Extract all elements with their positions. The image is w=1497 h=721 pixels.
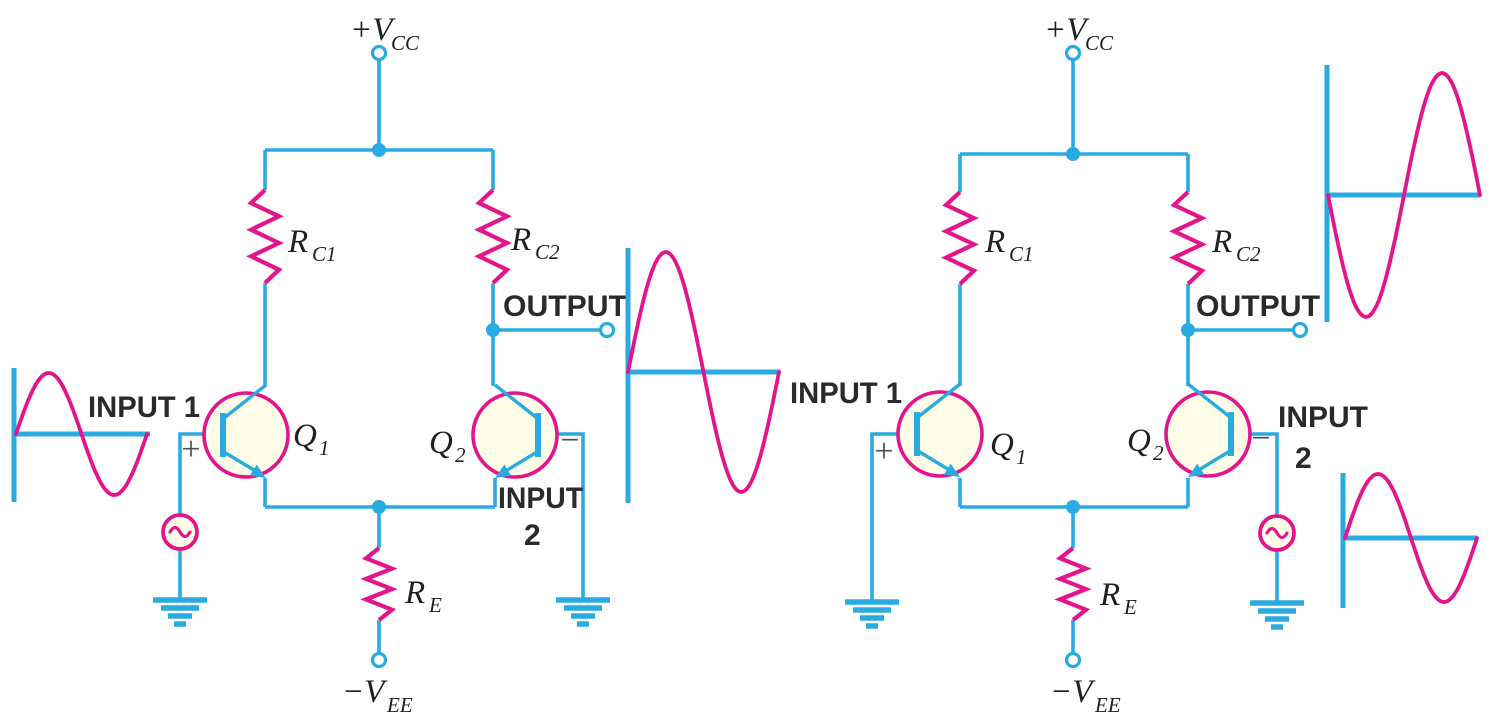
input2-minus-sign: − — [560, 422, 579, 459]
input1-ac-source — [161, 513, 199, 551]
wire-net — [178, 60, 600, 653]
output-terminal — [1291, 321, 1309, 339]
q1-transistor — [204, 385, 288, 478]
vcc-label-sub: CC — [1085, 31, 1114, 55]
junction-dot — [1181, 323, 1195, 337]
vee-label: −V — [342, 674, 388, 710]
q1-label-sub: 1 — [1016, 445, 1027, 469]
output-label: OUTPUT — [503, 290, 627, 323]
rc1-label: R — [984, 224, 1005, 260]
input2-ac-source — [1258, 514, 1296, 552]
re-label-sub: E — [1123, 595, 1137, 619]
input2-waveform — [1340, 472, 1479, 608]
q2-label: Q — [1127, 423, 1151, 459]
q2-transistor — [473, 385, 557, 478]
q2-label: Q — [429, 425, 453, 461]
input2-label-line2: 2 — [524, 519, 541, 552]
vee-terminal — [370, 651, 388, 669]
re-resistor — [1054, 546, 1092, 622]
vee-terminal — [1064, 651, 1082, 669]
input2-label: INPUT — [498, 482, 583, 515]
rc1-label-sub: C1 — [1009, 242, 1034, 266]
input2-label: INPUT — [1278, 401, 1368, 434]
input1-plus-sign: + — [874, 433, 893, 470]
junction-dot — [1066, 500, 1080, 514]
input1-label: INPUT 1 — [88, 391, 200, 424]
vee-label: −V — [1050, 674, 1096, 710]
q1-label-sub: 1 — [319, 436, 330, 460]
output-terminal — [598, 321, 616, 339]
junction-dot — [372, 143, 386, 157]
input2-label-line2: 2 — [1295, 442, 1312, 475]
rc2-label: R — [510, 222, 531, 258]
junction-dot — [486, 323, 500, 337]
re-label: R — [1099, 577, 1120, 613]
vee-label-sub: EE — [1094, 693, 1121, 717]
rc1-label-sub: C1 — [312, 242, 337, 266]
q2-label-sub: 2 — [1153, 441, 1164, 465]
vcc-label: +V — [350, 12, 396, 48]
rc1-resistor — [941, 190, 979, 286]
rc2-label: R — [1211, 224, 1232, 260]
input1-ground — [845, 602, 899, 626]
q1-transistor — [898, 384, 982, 477]
rc2-label-sub: C2 — [1236, 242, 1261, 266]
junction-dot — [1066, 147, 1080, 161]
vee-label-sub: EE — [386, 693, 413, 717]
q1-label: Q — [293, 418, 317, 454]
input1-ground — [153, 600, 207, 624]
input1-plus-sign: + — [181, 431, 200, 468]
re-label-sub: E — [428, 593, 442, 617]
rc1-label: R — [287, 224, 308, 260]
q2-label-sub: 2 — [455, 443, 466, 467]
input2-ground — [556, 600, 610, 624]
vcc-label: +V — [1044, 12, 1090, 48]
rc2-resistor — [1169, 190, 1207, 286]
vcc-terminal — [1064, 44, 1082, 62]
input2-ground — [1250, 603, 1304, 627]
output-label: OUTPUT — [1196, 290, 1320, 323]
output-waveform — [1324, 65, 1482, 322]
input2-minus-sign: − — [1251, 420, 1270, 457]
re-resistor — [360, 546, 398, 622]
vcc-terminal — [370, 44, 388, 62]
rc1-resistor — [246, 188, 284, 285]
output-waveform — [625, 248, 781, 503]
input1-waveform — [11, 368, 150, 502]
input1-label: INPUT 1 — [790, 377, 902, 410]
junction-dot — [372, 500, 386, 514]
vcc-label-sub: CC — [391, 31, 420, 55]
right-circuit: +V CC −V EE R C1 R C2 R E Q 1 Q 2 INPUT … — [790, 12, 1482, 717]
q2-transistor — [1166, 384, 1250, 477]
left-circuit: +V CC −V EE R C1 R C2 R E Q 1 Q 2 INPUT … — [11, 12, 781, 717]
re-label: R — [404, 575, 425, 611]
wire-net — [870, 60, 1293, 653]
rc2-resistor — [474, 188, 512, 285]
rc2-label-sub: C2 — [535, 240, 560, 264]
q1-label: Q — [990, 427, 1014, 463]
